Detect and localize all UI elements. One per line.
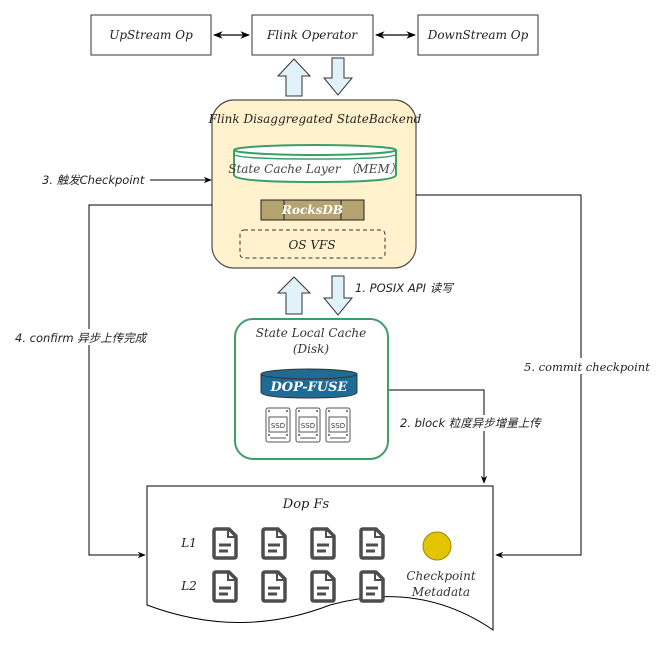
step4-connector — [88, 204, 212, 559]
dop-fs-title: Dop Fs — [282, 497, 330, 512]
ssd-drive-icon: SSD — [265, 407, 291, 443]
step2-connector — [389, 389, 488, 484]
checkpoint-metadata-icon — [422, 531, 452, 561]
database-cylinder-icon: DOP-FUSE — [260, 368, 358, 399]
file-document-icon — [310, 570, 336, 603]
file-document-icon — [359, 570, 385, 603]
file-document-icon — [310, 527, 336, 560]
disaggregated-statebackend: Flink Disaggregated StateBackend State C… — [208, 99, 422, 269]
file-document-icon — [212, 527, 238, 560]
state-cache-layer: State Cache Layer （MEM） — [228, 144, 402, 184]
step4-label-bg — [12, 329, 162, 345]
downstream-op-box: DownStream Op — [417, 14, 539, 56]
step5-connector — [416, 194, 582, 559]
upstream-op-box: UpStream Op — [90, 14, 212, 56]
dop-fs: Dop Fs L1 L2 Checkpoint Metadata — [146, 485, 494, 631]
rocksdb-block: RocksDB — [260, 199, 365, 221]
rocksdb-label: RocksDB — [281, 203, 343, 217]
ssd-label: SSD — [301, 422, 315, 430]
up-block-arrow-icon — [276, 58, 312, 97]
file-document-icon — [261, 527, 287, 560]
step2-label-bg — [398, 415, 570, 431]
step5-label-bg — [522, 358, 650, 374]
ssd-label: SSD — [331, 422, 345, 430]
step1-label: 1. POSIX API 读写 — [355, 281, 454, 295]
state-local-cache: State Local Cache (Disk) DOP-FUSE SSD SSD… — [234, 318, 389, 460]
local-cache-title-line2: (Disk) — [293, 342, 330, 356]
ssd-label: SSD — [271, 422, 285, 430]
step4-label: 4. confirm 异步上传完成 — [15, 331, 148, 345]
ssd-drive-icon: SSD — [295, 407, 321, 443]
backend-title: Flink Disaggregated StateBackend — [208, 112, 422, 126]
downstream-op-label: DownStream Op — [427, 28, 529, 42]
file-document-icon — [212, 570, 238, 603]
metadata-label-line2: Metadata — [411, 585, 470, 599]
level-label-l2: L2 — [180, 579, 197, 593]
dop-fuse-label: DOP-FUSE — [270, 380, 349, 395]
step3-label: 3. 触发Checkpoint — [42, 173, 145, 187]
local-cache-title-line1: State Local Cache — [256, 326, 367, 340]
down-block-arrow-icon — [322, 275, 354, 316]
upstream-op-label: UpStream Op — [109, 28, 193, 42]
os-vfs-label: OS VFS — [288, 238, 335, 252]
flink-operator-label: Flink Operator — [266, 28, 358, 42]
os-vfs-box: OS VFS — [239, 229, 386, 259]
file-document-icon — [359, 527, 385, 560]
down-block-arrow-icon — [322, 57, 354, 96]
step5-label: 5. commit checkpoint — [524, 360, 650, 374]
level-label-l1: L1 — [180, 536, 197, 550]
state-cache-label: State Cache Layer （MEM） — [228, 162, 402, 176]
step2-label: 2. block 粒度异步增量上传 — [400, 416, 542, 430]
file-document-icon — [261, 570, 287, 603]
flink-operator-box: Flink Operator — [251, 14, 374, 56]
metadata-label-line1: Checkpoint — [406, 569, 475, 583]
up-block-arrow-icon — [276, 276, 312, 315]
ssd-drive-icon: SSD — [325, 407, 351, 443]
